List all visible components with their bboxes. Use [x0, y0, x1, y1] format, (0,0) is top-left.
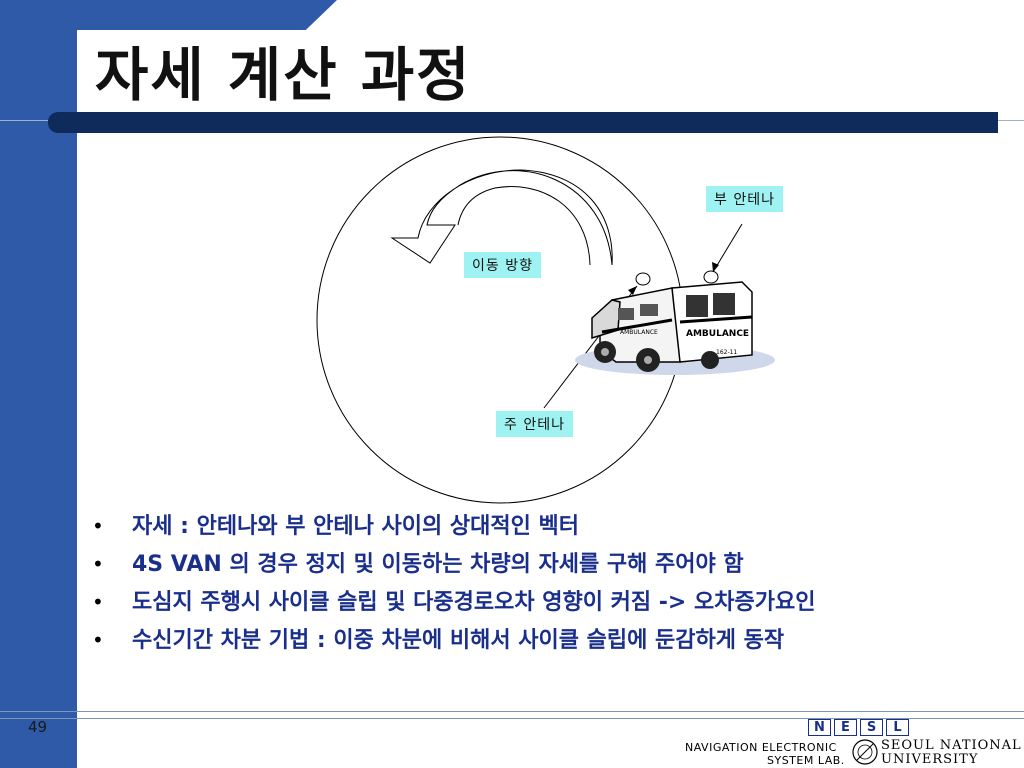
- list-item: • 도심지 주행시 사이클 슬립 및 다중경로오차 영향이 커짐 -> 오차증가…: [92, 588, 962, 617]
- title-underline-bar: [48, 112, 998, 133]
- sub-antenna-pointer: [712, 223, 743, 273]
- ambulance-icon: AMBULANCE AMBULANCE 162-11: [575, 281, 775, 375]
- bullet-text: 자세 : 안테나와 부 안테나 사이의 상대적인 벡터: [132, 514, 579, 539]
- logo-university-line2: UNIVERSITY: [881, 752, 979, 767]
- main-antenna-pointer-head: [628, 286, 637, 295]
- list-item: • 수신기간 차분 기법 : 이중 차분에 비해서 사이클 슬립에 둔감하게 동…: [92, 626, 962, 655]
- divider-line: [998, 120, 1024, 121]
- bullet-icon: •: [92, 628, 104, 652]
- list-item: • 4S VAN 의 경우 정지 및 이동하는 차량의 자세를 구해 주어야 함: [92, 550, 962, 579]
- nesl-logo: N E S L NAVIGATION ELECTRONIC SYSTEM LAB…: [683, 718, 1022, 768]
- svg-text:162-11: 162-11: [716, 349, 737, 356]
- university-emblem-icon: [852, 739, 878, 765]
- logo-lab-line1: NAVIGATION ELECTRONIC: [685, 741, 837, 754]
- list-item: • 자세 : 안테나와 부 안테나 사이의 상대적인 벡터: [92, 512, 962, 541]
- logo-letter: N: [808, 719, 831, 736]
- bullet-icon: •: [92, 552, 104, 576]
- logo-lab-line2: SYSTEM LAB.: [767, 754, 845, 767]
- title-background: [77, 30, 577, 110]
- main-antenna-label: 주 안테나: [496, 411, 573, 437]
- bullet-text: 수신기간 차분 기법 : 이중 차분에 비해서 사이클 슬립에 둔감하게 동작: [132, 628, 785, 653]
- sub-antenna-label: 부 안테나: [706, 186, 783, 212]
- top-accent-band: [77, 0, 337, 30]
- logo-university-line1: SEOUL NATIONAL: [881, 738, 1022, 753]
- main-antenna-marker: [635, 272, 651, 286]
- movement-direction-label: 이동 방향: [464, 252, 541, 278]
- sub-antenna-marker: [703, 270, 719, 284]
- bullet-text: 의 경우 정지 및 이동하는 차량의 자세를 구해 주어야 함: [221, 552, 744, 577]
- svg-text:AMBULANCE: AMBULANCE: [686, 329, 749, 339]
- footer-lines: [0, 711, 1024, 719]
- bullet-list: • 자세 : 안테나와 부 안테나 사이의 상대적인 벡터 • 4S VAN 의…: [92, 512, 962, 664]
- movement-arrow-inner: [457, 186, 591, 266]
- page-number: 49: [28, 718, 48, 736]
- slide-title: 자세 계산 과정: [95, 41, 472, 109]
- nesl-letters: N E S L: [808, 719, 909, 736]
- movement-arrow: [390, 169, 613, 266]
- bullet-text: 도심지 주행시 사이클 슬립 및 다중경로오차 영향이 커짐 -> 오차증가요인: [132, 590, 816, 615]
- bullet-icon: •: [92, 590, 104, 614]
- sub-antenna-pointer-head: [712, 262, 719, 272]
- logo-letter: L: [886, 719, 909, 736]
- bullet-icon: •: [92, 514, 104, 538]
- divider-line: [0, 120, 48, 121]
- logo-letter: S: [860, 719, 883, 736]
- bullet-strong-text: 4S VAN: [132, 552, 222, 577]
- svg-text:AMBULANCE: AMBULANCE: [620, 329, 658, 336]
- logo-letter: E: [834, 719, 857, 736]
